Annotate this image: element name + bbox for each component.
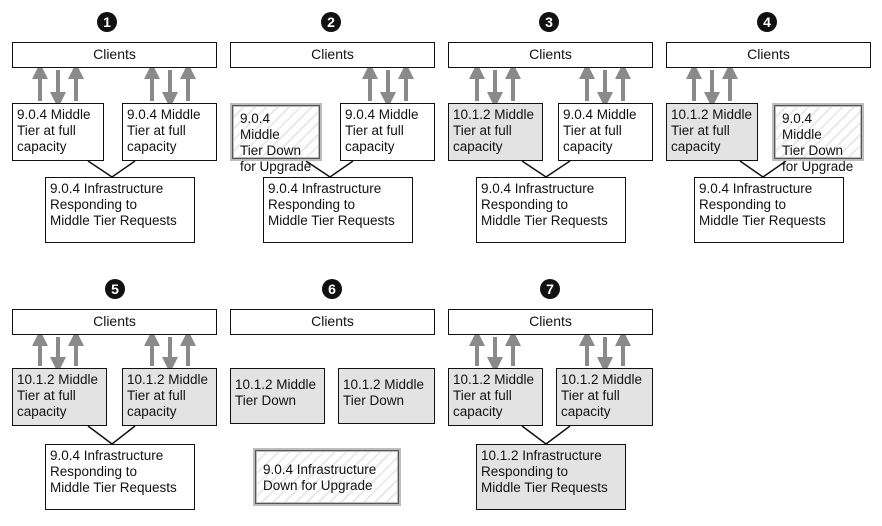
step-6-clients-box: Clients [230,309,435,335]
step-5-left-connector [87,425,113,445]
step-7-clients-box: Clients [448,309,653,335]
step-7-middle-tier-b: 10.1.2 Middle Tier at full capacity [556,368,653,426]
step-2-left-connector [305,160,331,178]
step-7-left-connector [521,425,547,445]
step-5-right-connector [111,425,136,445]
step-2-right-connector [329,160,354,178]
step-2-infrastructure: 9.0.4 Infrastructure Responding to Middl… [263,177,413,243]
step-4-middle-tier-a: 10.1.2 Middle Tier at full capacity [666,103,758,161]
step-5-clients-box: Clients [12,309,217,335]
step-2-clients-box: Clients [230,42,435,68]
step-7-middle-tier-a: 10.1.2 Middle Tier at full capacity [448,368,543,426]
step-6-infrastructure: 9.0.4 Infrastructure Down for Upgrade [253,448,401,506]
step-5-middle-tier-b: 10.1.2 Middle Tier at full capacity [122,368,217,426]
step-5-number: 5 [105,279,125,299]
step-2-number: 2 [321,12,341,32]
step-5-infrastructure: 9.0.4 Infrastructure Responding to Middl… [45,444,195,510]
step-4-clients-box: Clients [666,42,871,68]
step-1-left-connector [87,160,113,178]
step-3-right-connector [545,160,571,178]
step-1-middle-tier-a: 9.0.4 Middle Tier at full capacity [12,103,104,161]
step-6-number: 6 [322,279,342,299]
step-3-middle-tier-b: 9.0.4 Middle Tier at full capacity [558,103,653,161]
step-3-middle-tier-a: 10.1.2 Middle Tier at full capacity [448,103,543,161]
step-7-infrastructure: 10.1.2 Infrastructure Responding to Midd… [476,444,626,510]
step-3-infrastructure: 9.0.4 Infrastructure Responding to Middl… [476,177,626,243]
step-1-infrastructure: 9.0.4 Infrastructure Responding to Middl… [45,177,195,243]
step-6-middle-tier-a: 10.1.2 Middle Tier Down [230,368,325,424]
step-7-right-connector [545,425,571,445]
step-3-clients-box: Clients [448,42,653,68]
step-4-number: 4 [757,12,777,32]
step-1-right-connector [111,160,136,178]
step-5-middle-tier-a: 10.1.2 Middle Tier at full capacity [12,368,107,426]
step-1-clients-box: Clients [12,42,217,68]
step-1-middle-tier-b: 9.0.4 Middle Tier at full capacity [122,103,217,161]
step-4-middle-tier-b: 9.0.4 Middle Tier Down for Upgrade [772,103,864,174]
step-4-left-connector [739,160,764,178]
step-4-right-connector [762,160,787,178]
step-2-middle-tier-a: 9.0.4 Middle Tier Down for Upgrade [230,103,322,174]
step-6-middle-tier-b: 10.1.2 Middle Tier Down [338,368,435,424]
step-4-infrastructure: 9.0.4 Infrastructure Responding to Middl… [694,177,844,243]
step-3-number: 3 [539,12,559,32]
step-1-number: 1 [97,12,117,32]
step-3-left-connector [521,160,547,178]
step-2-middle-tier-b: 9.0.4 Middle Tier at full capacity [340,103,435,161]
step-7-number: 7 [540,279,560,299]
